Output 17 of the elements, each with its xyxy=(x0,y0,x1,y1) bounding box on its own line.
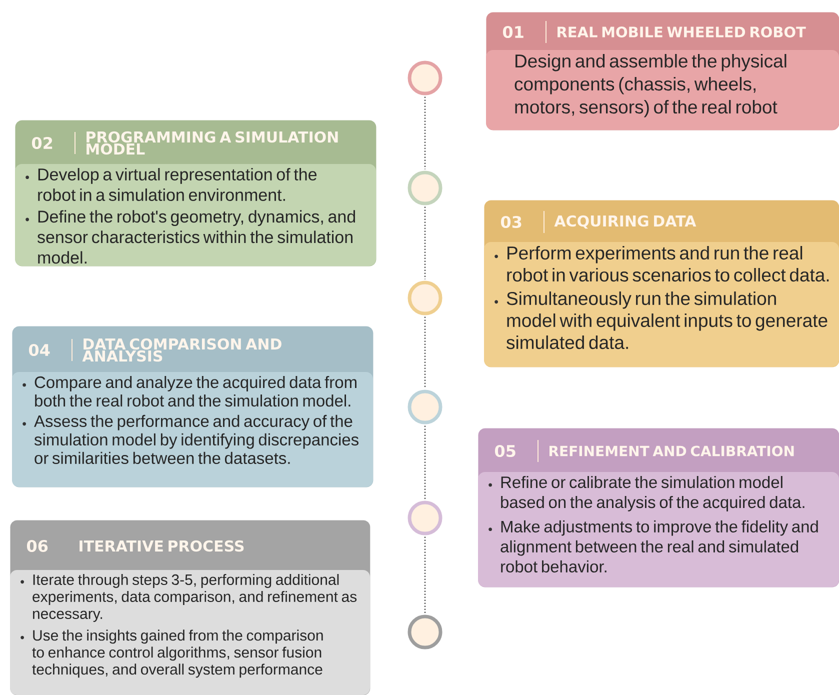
dotted-connector xyxy=(424,426,426,500)
timeline-circle xyxy=(408,280,442,316)
step-card: 02 PROGRAMMING A SIMULATION MODEL Develop a virtual representation of the robot in a simulation environment. Define the robot's geometry, dynamics, and sensor characteristics within the simulation model. xyxy=(15,120,376,266)
timeline-circle xyxy=(408,170,442,206)
dotted-connector xyxy=(424,316,426,388)
step-card: 04 DATA COMPARISON AND ANALYSIS Compare and analyze the acquired data from both the real robot and the simulation model. Assess the performance and accuracy of the simulation model by identifying discrepancies or similarities between the datasets. xyxy=(12,326,374,488)
timeline-circle xyxy=(408,500,442,536)
step-card: 05 REFINEMENT AND CALIBRATION Refine or calibrate the simulation model based on the analysis of the acquired data. Make adjustments to improve the fidelity and alignment between the real and simulated robot behavior. xyxy=(478,428,839,588)
timeline-circle xyxy=(408,614,442,650)
dotted-connector xyxy=(424,536,426,614)
timeline-circle xyxy=(408,390,442,424)
step-card: 06 ITERATIVE PROCESS Iterate through steps 3-5, performing additional experiments, data comparison, and refinement as necessary. Use the insights gained from the comparison to enhance control algorithms, sensor fusion techniques, and overall system performance xyxy=(10,520,370,695)
step-card: 03 ACQUIRING DATA Perform experiments and run the real robot in various scenarios to collect data. Simultaneously run the simulation model with equivalent inputs to generate simulated data. xyxy=(484,200,839,368)
timeline-circle xyxy=(408,60,442,96)
dotted-connector xyxy=(424,96,426,170)
step-card: 01 REAL MOBILE WHEELED ROBOT Design and assemble the physical components (chassis, wheels, motors, sensors) of the real robot xyxy=(486,12,839,130)
dotted-connector xyxy=(424,206,426,280)
